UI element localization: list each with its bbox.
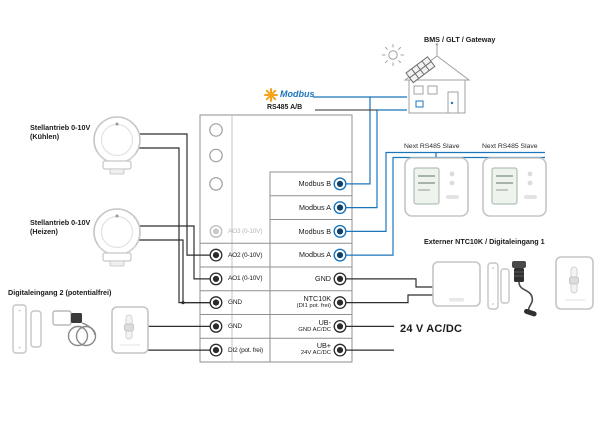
terminal-di2 (209, 343, 223, 357)
slave1-label: Next RS485 Slave (404, 143, 460, 150)
label-line: UB- (318, 317, 331, 327)
actuator-cool-label: Stellantrieb 0-10V (Kühlen) (30, 123, 90, 141)
label-line: (DI1 pot. frei) (296, 302, 331, 309)
rs485-slave-1-icon (404, 157, 469, 217)
terminal-label-gnd-right: GND (315, 274, 331, 284)
terminal-label-ao2: AO2 (0-10V) (228, 251, 263, 259)
sun-icon (382, 44, 404, 66)
label-line: UB+ (316, 341, 331, 351)
controller-block (199, 114, 353, 363)
power-supply-label: 24 V AC/DC (400, 323, 463, 335)
wires-modbus (313, 96, 545, 256)
terminal-label-ao1: AO1 (0-10V) (228, 275, 263, 283)
bms-building-icon (382, 43, 471, 114)
rs485-ab-label: RS485 A/B (267, 104, 303, 111)
terminal-gnd-2 (209, 319, 223, 333)
terminal-gnd-right (333, 272, 347, 286)
terminal-label-di2: DI2 (pot. frei) (228, 346, 263, 354)
sensor-group-label: Externer NTC10K / Digitaleingang 1 (424, 237, 545, 246)
terminal-ntc10k (333, 296, 347, 310)
label-line: Stellantrieb 0-10V (30, 123, 91, 132)
actuator-heat-label: Stellantrieb 0-10V (Heizen) (30, 218, 90, 236)
terminal-label-modbus-b1: Modbus B (298, 179, 331, 189)
terminal-modbus-a1 (333, 201, 347, 215)
label-line: NTC10K (303, 293, 331, 303)
wall-sensor-left-icon (111, 306, 149, 354)
digital-input-2-label: Digitaleingang 2 (potentialfrei) (8, 288, 112, 297)
terminals-left (209, 123, 223, 357)
label-line: (Kühlen) (30, 132, 60, 141)
terminal-label-ub-plus: UB+ 24V AC/DC (271, 342, 331, 357)
rs485-slave-2-icon (482, 157, 547, 217)
solar-panel-icon (405, 56, 436, 84)
terminal-ao3 (209, 224, 223, 238)
terminals-right (333, 177, 347, 357)
terminal-label-modbus-a2: Modbus A (299, 250, 331, 260)
modbus-logo-text: Modbus (280, 89, 315, 99)
ntc-room-sensor-icon (432, 261, 481, 307)
terminal-label-gnd-2: GND (228, 322, 242, 330)
terminal-gnd-1 (209, 296, 223, 310)
label-line: (Heizen) (30, 227, 58, 236)
actuator-heat-icon (93, 208, 141, 267)
label-line: GND AC/DC (298, 326, 331, 333)
cable-ntc-probe-icon (512, 261, 537, 317)
actuator-cool-icon (93, 116, 141, 175)
door-contact-right-icon (487, 262, 510, 310)
terminal-ao2 (209, 248, 223, 262)
terminal-modbus-a2 (333, 248, 347, 262)
wall-dial-sensor-icon (555, 256, 594, 310)
label-line: 24V AC/DC (300, 350, 331, 357)
terminal-label-modbus-a1: Modbus A (299, 202, 331, 212)
di2-cable-sensor-icon (52, 310, 97, 347)
terminal-label-ao3: AO3 (0-10V) (228, 227, 263, 235)
slave2-label: Next RS485 Slave (482, 143, 538, 150)
terminal-label-modbus-b2: Modbus B (298, 226, 331, 236)
terminal-modbus-b2 (333, 224, 347, 238)
terminal-ao1 (209, 272, 223, 286)
wires-right-power (346, 278, 433, 351)
terminal-ub-plus (333, 343, 347, 357)
terminal-label-ub-minus: UB- GND AC/DC (271, 317, 331, 334)
label-line: Stellantrieb 0-10V (30, 218, 91, 227)
modbus-star-icon (264, 88, 278, 102)
terminal-modbus-b1 (333, 177, 347, 191)
terminal-label-ntc10k: NTC10K (DI1 pot. frei) (271, 293, 331, 310)
terminal-label-gnd-1: GND (228, 299, 242, 306)
door-contact-left-icon (12, 304, 42, 354)
bms-gateway-label: BMS / GLT / Gateway (424, 35, 496, 44)
wires-left (139, 133, 210, 351)
terminal-ub-minus (333, 319, 347, 333)
